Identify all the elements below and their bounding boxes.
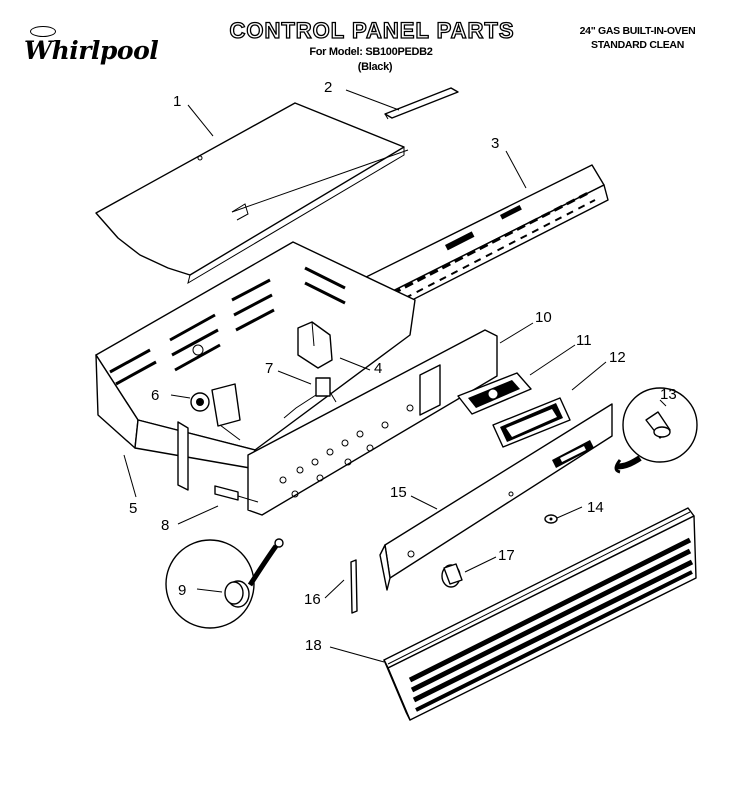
part-7-thermostat [283, 377, 337, 419]
callout-11: 11 [576, 332, 592, 349]
callout-18: 18 [305, 637, 322, 654]
logo-badge [30, 26, 56, 37]
callout-17: 17 [498, 547, 515, 564]
callout-14: 14 [587, 499, 604, 516]
part-3-vent-slots [379, 190, 596, 311]
part-13-knob-detail [614, 387, 698, 474]
callout-9: 9 [178, 582, 186, 599]
callout-8: 8 [161, 517, 169, 534]
part-14-washer [544, 514, 558, 524]
part-2-trim-strip [384, 87, 459, 120]
product-type: 24" GAS BUILT-IN-OVEN [579, 25, 696, 37]
part-18-grille-slots [408, 537, 694, 712]
brand-name: Whirlpool [24, 36, 159, 65]
callout-2: 2 [324, 79, 332, 96]
part-12-display-window [492, 397, 571, 448]
part-10-holes [279, 404, 414, 498]
part-1-top-cover [95, 102, 409, 285]
callout-4: 4 [374, 360, 382, 377]
callout-5: 5 [129, 500, 137, 517]
page-title: CONTROL PANEL PARTS [229, 17, 515, 43]
part-4-clip [297, 321, 333, 369]
model-number: For Model: SB100PEDB2 [309, 46, 433, 58]
callout-6: 6 [151, 387, 159, 404]
part-15-front-panel [379, 403, 613, 591]
callout-13: 13 [660, 386, 677, 403]
callout-3: 3 [491, 135, 499, 152]
callout-16: 16 [304, 591, 321, 608]
part-8-switch [214, 485, 259, 503]
callout-12: 12 [609, 349, 626, 366]
callout-15: 15 [390, 484, 407, 501]
callout-numbers: 1 2 3 4 5 6 7 8 9 10 11 12 13 14 15 16 1… [129, 79, 677, 654]
part-6-switch [190, 383, 241, 441]
part-16-spacer [350, 559, 358, 614]
product-variant: STANDARD CLEAN [590, 39, 685, 51]
part-17-knob [441, 563, 463, 588]
callout-10: 10 [535, 309, 552, 326]
part-5-louvers [109, 266, 346, 386]
callout-1: 1 [173, 93, 181, 110]
part-9-knob-detail [165, 538, 284, 629]
part-5-control-housing [95, 241, 416, 491]
product-description: 24" GAS BUILT-IN-OVEN STANDARD CLEAN [555, 24, 720, 52]
part-11-lens-frame [457, 372, 532, 415]
part-10-panel-backplate [247, 329, 498, 516]
model-color: (Black) [357, 61, 393, 73]
whirlpool-logo: Whirlpool [24, 26, 159, 72]
part-18-front-trim [383, 507, 697, 721]
leader-lines [123, 89, 667, 663]
callout-7: 7 [265, 360, 273, 377]
